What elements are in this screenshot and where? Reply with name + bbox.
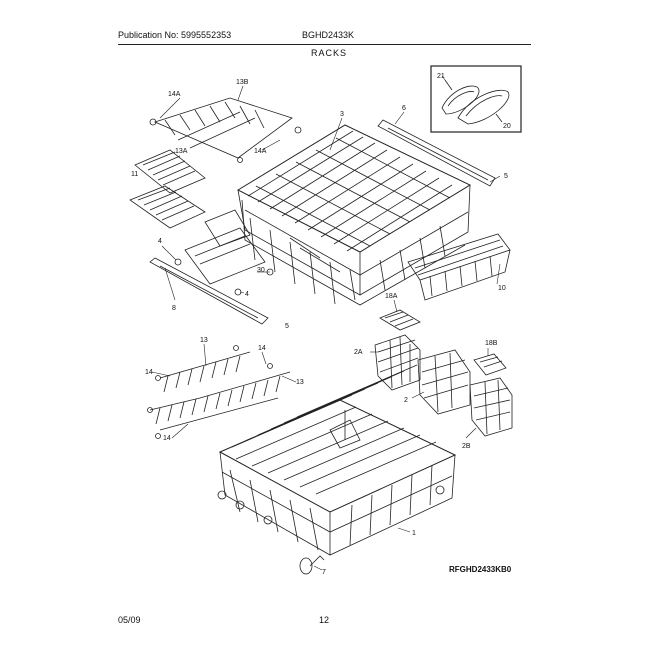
callout-labels: 21 20 14A 13B 3 6 13A 14A 11 5 4 30 4 8 … xyxy=(131,73,512,576)
figure-code: RFGHD2433KB0 xyxy=(449,565,512,574)
callout-10: 10 xyxy=(498,285,506,292)
callout-13a: 13A xyxy=(175,148,188,155)
part-18a-basket-lid xyxy=(379,309,421,331)
callout-4: 4 xyxy=(158,238,162,245)
part-13-tine-row-upper xyxy=(155,345,251,393)
footer-page-number: 12 xyxy=(319,615,330,625)
callout-7: 7 xyxy=(322,569,326,576)
callout-30: 30 xyxy=(257,267,265,274)
callout-11: 11 xyxy=(131,171,138,178)
publication-number: Publication No: 5995552353 xyxy=(118,30,232,40)
rack-wheel xyxy=(435,485,445,495)
callout-14a: 14A xyxy=(254,148,267,155)
callout-2b: 2B xyxy=(462,443,471,450)
part-2b-basket xyxy=(469,377,513,437)
part-2a-basket xyxy=(374,334,421,391)
callout-2a: 2A xyxy=(354,349,363,356)
part-2-basket xyxy=(417,349,471,415)
callout-2: 2 xyxy=(404,397,408,404)
leader-lines xyxy=(151,75,501,571)
part-13a-tine-insert xyxy=(134,149,206,194)
footer-date: 05/09 xyxy=(118,615,141,625)
callout-21: 21 xyxy=(437,73,445,80)
part-13-tine-row-lower xyxy=(147,363,291,439)
callout-14: 14 xyxy=(258,345,266,352)
callout-8: 8 xyxy=(172,305,176,312)
part-13b-tine-rack xyxy=(149,97,302,163)
callout-18b: 18B xyxy=(485,340,498,347)
callout-13: 13 xyxy=(296,379,304,386)
page-title: RACKS xyxy=(311,48,348,58)
part-18b-basket-lid xyxy=(473,353,507,376)
part-4-clip-upper xyxy=(174,258,182,266)
inset-box xyxy=(430,65,522,133)
part-8-rail xyxy=(149,257,269,325)
callout-13b: 13B xyxy=(236,79,249,86)
model-number: BGHD2433K xyxy=(302,30,355,40)
part-1-lower-rack xyxy=(217,364,457,556)
part-30-shelf-holder xyxy=(184,209,266,285)
callout-3: 3 xyxy=(340,111,344,118)
part-20-spray-arm-cap xyxy=(457,89,510,125)
part-21-spray-arm-cap xyxy=(441,85,480,115)
callout-14: 14 xyxy=(145,369,153,376)
part-6-rail xyxy=(377,119,496,187)
callout-20: 20 xyxy=(503,123,511,130)
rack-wheel xyxy=(263,515,273,525)
part-10-cutlery-basket xyxy=(407,233,511,301)
callout-13: 13 xyxy=(200,337,208,344)
callout-6: 6 xyxy=(402,105,406,112)
rack-wheel xyxy=(235,500,245,510)
rack-wheel xyxy=(217,490,227,500)
part-7-wheel xyxy=(299,555,325,575)
callout-5: 5 xyxy=(285,323,289,330)
callout-14a: 14A xyxy=(168,91,181,98)
part-3-upper-rack xyxy=(236,124,472,306)
callout-18a: 18A xyxy=(385,293,398,300)
part-11-tine-insert xyxy=(129,185,206,229)
callout-4: 4 xyxy=(245,291,249,298)
callout-14: 14 xyxy=(163,435,171,442)
header-divider xyxy=(118,44,531,45)
callout-5: 5 xyxy=(504,173,508,180)
callout-1: 1 xyxy=(412,530,416,537)
